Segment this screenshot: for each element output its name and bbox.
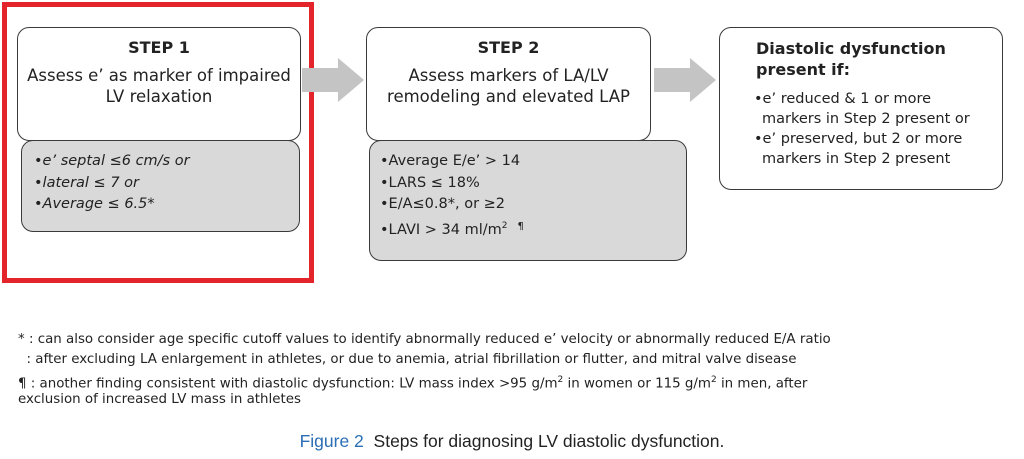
step2-criterion: •LAVI > 34 ml/m2¶ [380, 220, 524, 238]
step1-criteria-list: •e’ septal ≤6 cm/s or •lateral ≤ 7 or •A… [34, 151, 299, 216]
step1-title: STEP 1 [128, 38, 190, 57]
step2-box: STEP 2 Assess markers of LA/LV remodelin… [366, 27, 651, 141]
step2-criteria-list: •Average E/e’ > 14 •LARS ≤ 18% •E/A≤0.8*… [380, 151, 686, 241]
step2-description: Assess markers of LA/LV remodeling and e… [387, 66, 630, 106]
result-condition: markers in Step 2 present [762, 151, 951, 167]
figure-caption-text: Steps for diagnosing LV diastolic dysfun… [373, 431, 725, 451]
result-condition: markers in Step 2 present or [762, 111, 970, 127]
footnote-asterisk-cont: : after excluding LA enlargement in athl… [18, 352, 797, 367]
step1-criterion: •Average ≤ 6.5* [34, 196, 155, 212]
step1-highlight-frame [2, 2, 314, 283]
step1-criterion: •lateral ≤ 7 or [34, 174, 139, 191]
step2-criterion: •Average E/e’ > 14 [380, 153, 521, 169]
arrow-right-icon [302, 58, 364, 102]
step1-criteria-box: •e’ septal ≤6 cm/s or •lateral ≤ 7 or •A… [21, 140, 300, 232]
result-condition: •e’ reduced & 1 or more [754, 91, 932, 107]
step1-criterion: •e’ septal ≤6 cm/s or [34, 153, 190, 169]
footnote-asterisk: * : can also consider age specific cutof… [18, 332, 831, 347]
step2-title: STEP 2 [477, 38, 540, 57]
step1-description: Assess e’ as marker of impaired LV relax… [27, 66, 291, 106]
figure-label: Figure 2 [299, 431, 364, 451]
step2-criterion: •LARS ≤ 18% [380, 174, 480, 191]
result-box: Diastolic dysfunction present if: •e’ re… [719, 27, 1003, 190]
result-conditions: •e’ reduced & 1 or more markers in Step … [754, 89, 1002, 169]
step1-box: STEP 1 Assess e’ as marker of impaired L… [17, 27, 301, 141]
footnote-pilcrow-cont: exclusion of increased LV mass in athlet… [18, 392, 301, 407]
step2-criterion: •E/A≤0.8*, or ≥2 [380, 196, 506, 212]
result-condition: •e’ preserved, but 2 or more [754, 131, 963, 147]
footnote-pilcrow: ¶ : another finding consistent with dias… [18, 375, 808, 392]
result-title: Diastolic dysfunction present if: [756, 39, 946, 79]
figure-caption: Figure 2 Steps for diagnosing LV diastol… [0, 431, 1024, 452]
arrow-right-icon [654, 58, 716, 102]
step2-criteria-box: •Average E/e’ > 14 •LARS ≤ 18% •E/A≤0.8*… [369, 140, 687, 261]
pilcrow-mark: ¶ [517, 221, 524, 233]
